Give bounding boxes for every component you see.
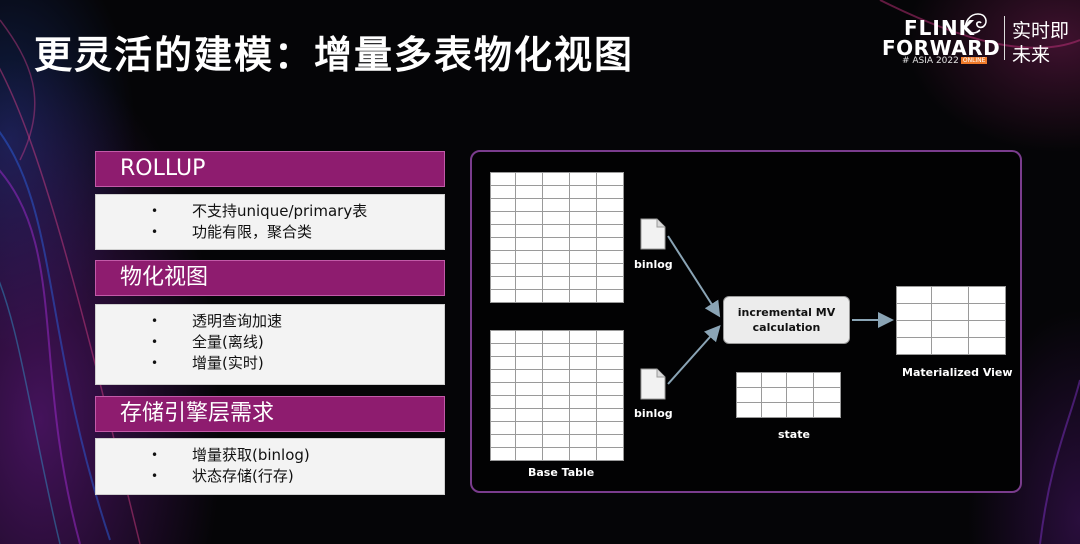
bullet-symbol: • [151, 314, 159, 328]
bullet-symbol: • [151, 204, 159, 218]
arrow-icon [667, 325, 721, 385]
logo-online-badge: ONLINE [960, 57, 988, 64]
logo-forward-text: FORWARD [882, 36, 1001, 60]
logo-year: # ASIA 2022 [902, 56, 959, 66]
list-item: • 增量(实时) [96, 353, 444, 374]
list-item: • 状态存储(行存) [96, 466, 444, 487]
bullet-text: 全量(离线) [192, 333, 264, 351]
state-label: state [778, 428, 810, 441]
base-table-bottom [490, 330, 624, 461]
incremental-mv-calculation-box: incremental MV calculation [723, 296, 850, 344]
table-row [490, 250, 624, 264]
logo-slogan-line1: 实时即 [1012, 20, 1070, 42]
table-cell [596, 289, 624, 303]
table-cell [813, 402, 841, 418]
list-item: • 功能有限，聚合类 [96, 222, 444, 243]
binlog-label: binlog [634, 407, 673, 420]
list-item: • 全量(离线) [96, 332, 444, 353]
bullet-symbol: • [151, 356, 159, 370]
bullet-text: 增量获取(binlog) [192, 446, 310, 464]
table-row [490, 198, 624, 212]
bullet-text: 状态存储(行存) [192, 467, 294, 485]
table-cell [968, 337, 1006, 355]
section-header-storage-engine: 存储引擎层需求 [95, 396, 445, 432]
table-row [896, 337, 1006, 355]
materialized-view-label: Materialized View [902, 366, 1013, 379]
logo-divider [1004, 16, 1005, 60]
section-body-rollup: • 不支持unique/primary表 • 功能有限，聚合类 [95, 194, 445, 250]
base-table-label: Base Table [528, 466, 595, 479]
logo-slogan-line2: 未来 [1012, 44, 1051, 66]
binlog-file-icon [640, 218, 666, 250]
base-table-top [490, 172, 624, 303]
state-table [736, 372, 841, 418]
table-row [490, 447, 624, 461]
calc-box-line1: incremental MV [737, 306, 836, 319]
materialized-view-table [896, 286, 1006, 355]
binlog-label: binlog [634, 258, 673, 271]
bullet-symbol: • [151, 448, 159, 462]
bullet-symbol: • [151, 225, 159, 239]
arrow-icon [667, 235, 721, 318]
bullet-text: 功能有限，聚合类 [192, 223, 313, 241]
table-row [490, 395, 624, 409]
section-body-materialized-view: • 透明查询加速 • 全量(离线) • 增量(实时) [95, 304, 445, 385]
table-row [490, 185, 624, 199]
list-item: • 不支持unique/primary表 [96, 201, 444, 222]
section-header-rollup: ROLLUP [95, 151, 445, 187]
calc-box-line2: calculation [752, 321, 821, 334]
list-item: • 增量获取(binlog) [96, 445, 444, 466]
section-header-materialized-view: 物化视图 [95, 260, 445, 296]
bullet-symbol: • [151, 335, 159, 349]
table-cell [596, 447, 624, 461]
bullet-text: 不支持unique/primary表 [192, 202, 368, 220]
table-row [736, 402, 841, 418]
bullet-text: 透明查询加速 [192, 312, 283, 330]
squirrel-logo-icon [964, 13, 987, 34]
table-row [490, 408, 624, 422]
bullet-symbol: • [151, 469, 159, 483]
table-row [490, 237, 624, 251]
table-row [490, 263, 624, 277]
binlog-file-icon [640, 368, 666, 400]
section-body-storage-engine: • 增量获取(binlog) • 状态存储(行存) [95, 438, 445, 495]
logo-flink-text: FLINK [904, 16, 976, 40]
calc-box-text: incremental MV calculation [738, 305, 836, 335]
list-item: • 透明查询加速 [96, 311, 444, 332]
table-row [490, 224, 624, 238]
bullet-text: 增量(实时) [192, 354, 264, 372]
slide-title: 更灵活的建模：增量多表物化视图 [34, 33, 635, 77]
table-row [490, 289, 624, 303]
table-row [490, 356, 624, 370]
table-row [490, 434, 624, 448]
